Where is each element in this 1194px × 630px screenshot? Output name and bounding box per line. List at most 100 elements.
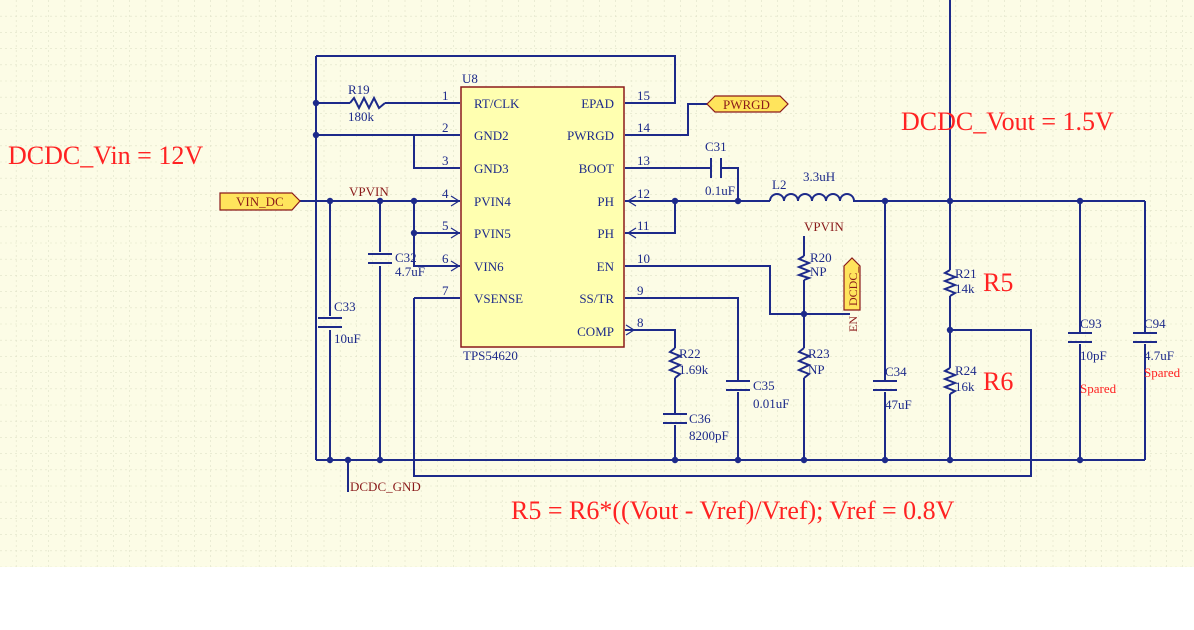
capacitor-c93[interactable]: C93 10pF <box>1068 316 1107 363</box>
capacitor-c32[interactable]: C32 4.7uF <box>368 250 425 279</box>
svg-text:C36: C36 <box>689 411 711 426</box>
capacitor-c33[interactable]: C33 10uF <box>318 299 361 346</box>
pin-num: 5 <box>442 218 449 233</box>
pin-name: BOOT <box>579 161 614 176</box>
annotation-r6: R6 <box>983 367 1013 396</box>
pin-num: 10 <box>637 251 650 266</box>
svg-text:10pF: 10pF <box>1080 348 1107 363</box>
annotation-spared-c93: Spared <box>1080 381 1117 396</box>
svg-text:R23: R23 <box>808 346 830 361</box>
svg-text:C93: C93 <box>1080 316 1102 331</box>
pin-name: SS/TR <box>579 291 614 306</box>
pin-name: EN <box>597 259 615 274</box>
pin-num: 11 <box>637 218 650 233</box>
svg-text:C34: C34 <box>885 364 907 379</box>
svg-text:8200pF: 8200pF <box>689 428 729 443</box>
svg-text:10uF: 10uF <box>334 331 361 346</box>
svg-text:NP: NP <box>808 362 825 377</box>
pin-num: 7 <box>442 283 449 298</box>
port-dcdc-en[interactable]: DCDC_ EN <box>843 257 861 332</box>
svg-text:0.1uF: 0.1uF <box>705 183 735 198</box>
annotation-vin: DCDC_Vin = 12V <box>8 141 203 170</box>
svg-text:1.69k: 1.69k <box>679 362 709 377</box>
svg-text:4.7uF: 4.7uF <box>395 264 425 279</box>
svg-text:C94: C94 <box>1144 316 1166 331</box>
junctions <box>312 99 1084 464</box>
pin-num: 8 <box>637 315 644 330</box>
resistor-r19[interactable]: R19 180k <box>348 82 386 124</box>
ic-u8[interactable]: U8 TPS54620 1 RT/CLK 2 GND2 3 GND3 4 PVI… <box>442 71 651 363</box>
svg-text:3.3uH: 3.3uH <box>803 169 835 184</box>
svg-text:C31: C31 <box>705 139 727 154</box>
net-label-vpvin: VPVIN <box>804 219 844 234</box>
ic-part: TPS54620 <box>463 348 518 363</box>
annotation-r5: R5 <box>983 268 1013 297</box>
annotation-formula: R5 = R6*((Vout - Vref)/Vref); Vref = 0.8… <box>511 496 955 525</box>
svg-text:14k: 14k <box>955 281 975 296</box>
ic-ref: U8 <box>462 71 478 86</box>
port-label: DCDC_ <box>846 266 860 306</box>
svg-text:C35: C35 <box>753 378 775 393</box>
svg-text:NP: NP <box>810 264 827 279</box>
pin-num: 12 <box>637 186 650 201</box>
net-label-gnd: DCDC_GND <box>350 479 421 494</box>
pin-name: PH <box>597 194 614 209</box>
port-vin-dc[interactable]: VIN_DC <box>219 192 301 211</box>
capacitor-c35[interactable]: C35 0.01uF <box>726 378 789 411</box>
port-label: EN <box>846 316 860 332</box>
pin-num: 2 <box>442 120 449 135</box>
ic-right-pins: 15 EPAD 14 PWRGD 13 BOOT 12 PH 11 PH 10 … <box>567 88 650 339</box>
pin-name: GND2 <box>474 128 509 143</box>
pin-name: COMP <box>577 324 614 339</box>
ic-left-pins: 1 RT/CLK 2 GND2 3 GND3 4 PVIN4 5 PVIN5 6… <box>442 88 523 306</box>
pin-name: VSENSE <box>474 291 523 306</box>
pin-name: PH <box>597 226 614 241</box>
svg-text:180k: 180k <box>348 109 375 124</box>
pin-num: 15 <box>637 88 650 103</box>
inductor-l2[interactable]: L2 3.3uH <box>769 169 855 202</box>
svg-text:47uF: 47uF <box>885 397 912 412</box>
svg-text:R22: R22 <box>679 346 701 361</box>
svg-text:R19: R19 <box>348 82 370 97</box>
pin-num: 4 <box>442 186 449 201</box>
svg-text:4.7uF: 4.7uF <box>1144 348 1174 363</box>
pin-name: PWRGD <box>567 128 614 143</box>
pin-num: 3 <box>442 153 449 168</box>
pin-num: 6 <box>442 251 449 266</box>
capacitor-c34[interactable]: C34 47uF <box>873 364 912 412</box>
resistor-r23[interactable]: R23 NP <box>796 346 830 379</box>
pin-name: RT/CLK <box>474 96 520 111</box>
pin-num: 14 <box>637 120 651 135</box>
net-label-vpvin: VPVIN <box>349 184 389 199</box>
pin-num: 13 <box>637 153 650 168</box>
port-label: PWRGD <box>723 97 770 112</box>
pin-num: 1 <box>442 88 449 103</box>
svg-text:C32: C32 <box>395 250 417 265</box>
resistor-r20[interactable]: R20 NP <box>795 250 832 281</box>
pin-name: EPAD <box>581 96 614 111</box>
svg-text:R21: R21 <box>955 266 977 281</box>
resistor-r24[interactable]: R24 16k <box>942 363 977 395</box>
svg-text:0.01uF: 0.01uF <box>753 396 789 411</box>
pin-name: GND3 <box>474 161 509 176</box>
resistor-r22[interactable]: R22 1.69k <box>667 346 709 379</box>
annotation-vout: DCDC_Vout = 1.5V <box>901 107 1114 136</box>
svg-text:R24: R24 <box>955 363 977 378</box>
pin-name: PVIN4 <box>474 194 511 209</box>
svg-text:R20: R20 <box>810 250 832 265</box>
svg-text:L2: L2 <box>772 177 786 192</box>
svg-text:C33: C33 <box>334 299 356 314</box>
wires <box>300 0 1146 492</box>
port-pwrgd[interactable]: PWRGD <box>706 95 789 113</box>
resistor-r21[interactable]: R21 14k <box>942 266 977 297</box>
capacitor-c36[interactable]: C36 8200pF <box>663 411 729 443</box>
svg-text:16k: 16k <box>955 379 975 394</box>
capacitor-c31[interactable]: C31 0.1uF <box>705 139 735 198</box>
pin-name: PVIN5 <box>474 226 511 241</box>
port-label: VIN_DC <box>236 194 284 209</box>
pin-num: 9 <box>637 283 644 298</box>
capacitor-c94[interactable]: C94 4.7uF <box>1133 316 1174 363</box>
annotation-spared-c94: Spared <box>1144 365 1181 380</box>
